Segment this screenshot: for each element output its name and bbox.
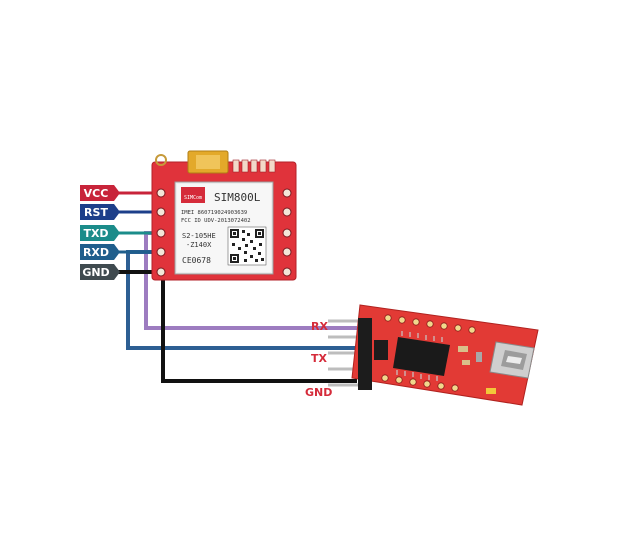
pin-vcc-text: VCC <box>84 187 109 200</box>
pin-label-txd: TXD <box>80 225 120 241</box>
sim800l-board: SIMCom SIM800L IMEI 860719024903639 FCC … <box>151 150 297 281</box>
pin-label-gnd: GND <box>80 264 120 280</box>
sim-code1-text: S2-105HE <box>182 232 216 240</box>
pin-txd-text: TXD <box>83 227 108 240</box>
signal-rx-label: RX <box>311 320 328 333</box>
qr-code-icon <box>227 226 267 266</box>
simcom-logo-icon <box>181 187 205 203</box>
sim-fcc-text: FCC ID UDV-2013072402 <box>181 218 251 224</box>
pin-label-rxd: RXD <box>80 244 120 260</box>
antenna-spring-icon <box>155 154 167 166</box>
pin-header-icon <box>358 318 372 390</box>
jumper-icon <box>374 340 388 360</box>
pin-label-vcc: VCC <box>80 185 120 201</box>
pin-label-rst: RST <box>80 204 120 220</box>
signal-gnd-label: GND <box>305 386 332 399</box>
usb-connector-icon <box>489 341 535 379</box>
sim-model-text: SIM800L <box>214 191 261 204</box>
pin-gnd-text: GND <box>82 266 109 279</box>
usb-serial-adapter-board <box>328 304 539 406</box>
ic-chip-icon <box>393 337 450 376</box>
simcom-logo-text: SIMCom <box>184 195 202 201</box>
pin-rxd-text: RXD <box>83 246 109 259</box>
sim-ce-text: CE0678 <box>182 256 211 265</box>
signal-tx-label: TX <box>311 352 328 365</box>
led-icon <box>486 388 496 394</box>
sim-imei-text: IMEI 860719024903639 <box>181 210 247 216</box>
sim-code2-text: -Z140X <box>186 241 212 249</box>
pin-rst-text: RST <box>84 206 108 219</box>
